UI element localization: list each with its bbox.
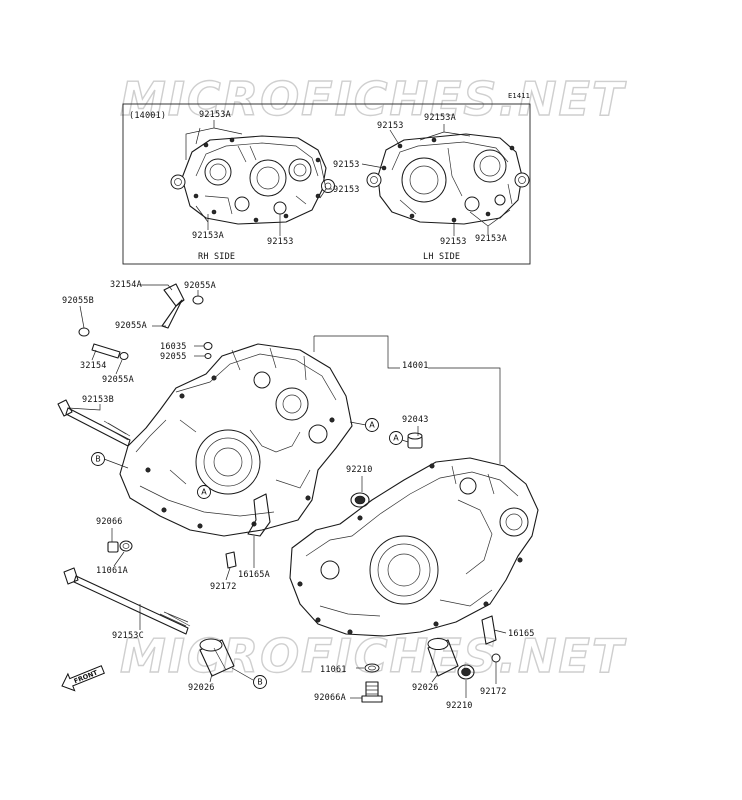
inset-lh-top-right-label: 92153A (424, 113, 456, 123)
label-92026-left: 92026 (188, 683, 215, 693)
label-92055A-top: 92055A (184, 281, 216, 291)
inset-lh-left-label: 92153 (333, 160, 360, 170)
inset-rh-right-label: 92153 (333, 185, 360, 195)
callout-a-dowel: A (389, 431, 403, 445)
rh-crankcase-half (170, 135, 335, 225)
inset-frame (122, 103, 531, 265)
label-92153C: 92153C (112, 631, 144, 641)
bolt-92172-right (491, 653, 501, 663)
shaft-32154 (78, 327, 129, 360)
label-16165A: 16165A (238, 570, 270, 580)
seal-16035 (203, 342, 213, 359)
bolt-92153C (63, 567, 191, 635)
inset-box: (14001) RH SIDE LH SIDE (122, 103, 531, 265)
label-92172-right: 92172 (480, 687, 507, 697)
label-92210-bottom: 92210 (446, 701, 473, 711)
callout-a-right-upper: A (365, 418, 379, 432)
label-92066A: 92066A (314, 693, 346, 703)
diagram-code: E1411 (508, 92, 530, 100)
label-92055B: 92055B (62, 296, 94, 306)
plug-92066A (361, 681, 383, 703)
label-11061: 11061 (320, 665, 347, 675)
inset-rh-bottom-left-label: 92153A (192, 231, 224, 241)
svg-text:A: A (393, 434, 399, 443)
guide-16165 (481, 615, 497, 645)
label-92043: 92043 (402, 415, 429, 425)
label-92055: 92055 (160, 352, 187, 362)
label-92210-top: 92210 (346, 465, 373, 475)
plug-92066 (107, 540, 133, 553)
svg-text:A: A (369, 421, 375, 430)
label-32154A: 32154A (110, 280, 142, 290)
dowel-92043 (407, 432, 423, 449)
label-92172-left: 92172 (210, 582, 237, 592)
rh-side-label: RH SIDE (198, 252, 235, 262)
svg-text:B: B (257, 678, 263, 687)
crankcase-right-half (119, 343, 353, 537)
washer-11061 (364, 663, 380, 673)
inset-rh-bottom-label: 92153 (267, 237, 294, 247)
front-label: FRONT (73, 668, 100, 685)
callout-b-left: B (91, 452, 105, 466)
svg-text:A: A (201, 488, 207, 497)
label-92153B: 92153B (82, 395, 114, 405)
lh-crankcase-half (366, 133, 530, 225)
inset-lh-bottom-right-label: 92153A (475, 234, 507, 244)
inset-group-label: (14001) (129, 111, 166, 121)
svg-text:B: B (95, 455, 101, 464)
bolt-92153B (57, 399, 131, 447)
guide-16165A (225, 493, 271, 569)
label-16165: 16165 (508, 629, 535, 639)
watermark-bottom: MICROFICHES.NET (120, 629, 627, 683)
watermark-top: MICROFICHES.NET (120, 72, 627, 126)
label-92055A-mid: 92055A (115, 321, 147, 331)
inset-rh-top-label: 92153A (199, 110, 231, 120)
label-11061A: 11061A (96, 566, 128, 576)
callout-b-bottom: B (253, 675, 267, 689)
inset-lh-top-left-label: 92153 (377, 121, 404, 131)
inset-lh-bottom-label: 92153 (440, 237, 467, 247)
front-arrow-icon: FRONT (61, 665, 105, 692)
oil-seal-92210-bottom (457, 664, 475, 680)
label-32154: 32154 (80, 361, 107, 371)
label-92066: 92066 (96, 517, 123, 527)
label-14001: 14001 (402, 361, 429, 371)
label-92026-right: 92026 (412, 683, 439, 693)
crankcase-left-half (289, 457, 539, 637)
bushing-92026-left (199, 638, 235, 677)
lh-side-label: LH SIDE (423, 252, 460, 262)
callout-a-case: A (197, 485, 211, 499)
bushing-92026-right (427, 638, 459, 677)
label-16035: 16035 (160, 342, 187, 352)
label-92055A-low: 92055A (102, 375, 134, 385)
oil-seal-92210-top (350, 492, 370, 508)
